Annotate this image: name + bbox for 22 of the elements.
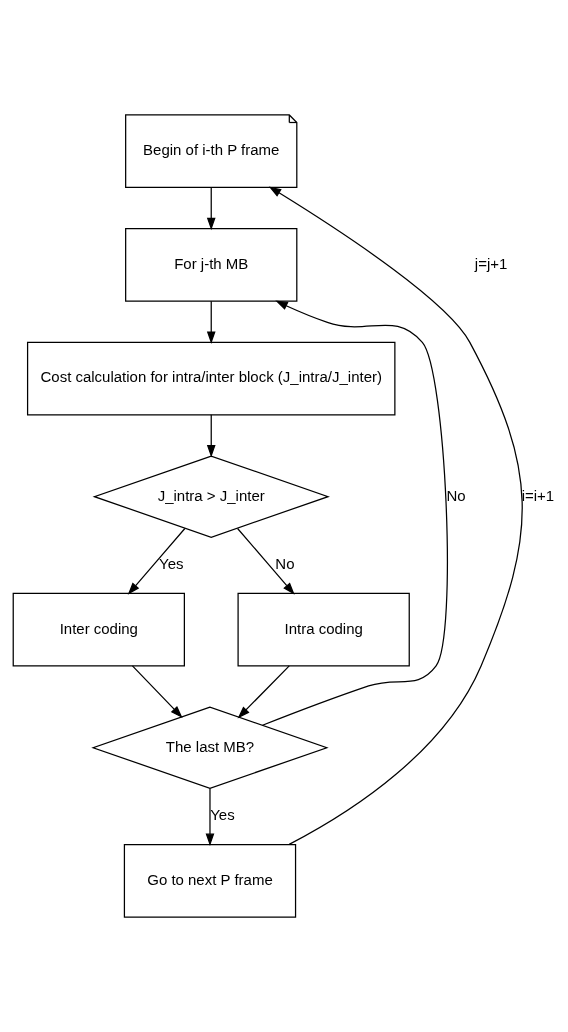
edge-label: i=i+1 [521,486,555,504]
arrow [206,187,216,231]
arrow [237,665,290,719]
edge-label: No [446,486,466,504]
arrow [236,527,295,595]
node-box: Intra coding [237,592,410,667]
arrow [261,300,448,726]
arrow [131,665,183,719]
node-box: Go to next P frame [123,843,297,918]
arrow [205,787,215,847]
arrow [206,300,216,344]
label: j=j+1 [474,254,508,272]
node-diamond: J_intra > J_inter [92,455,330,538]
arrow [127,527,186,595]
node-box: For j-th MB [125,228,298,302]
edge-label: Yes [159,555,184,573]
node-box: Inter coding [12,592,185,667]
arrow [206,414,216,458]
arrow [268,186,523,846]
edge-label: Yes [210,806,235,824]
node-box: Cost calculation for intra/inter block (J_intra/J_inter) [26,341,396,416]
edge-label: No [275,555,295,573]
